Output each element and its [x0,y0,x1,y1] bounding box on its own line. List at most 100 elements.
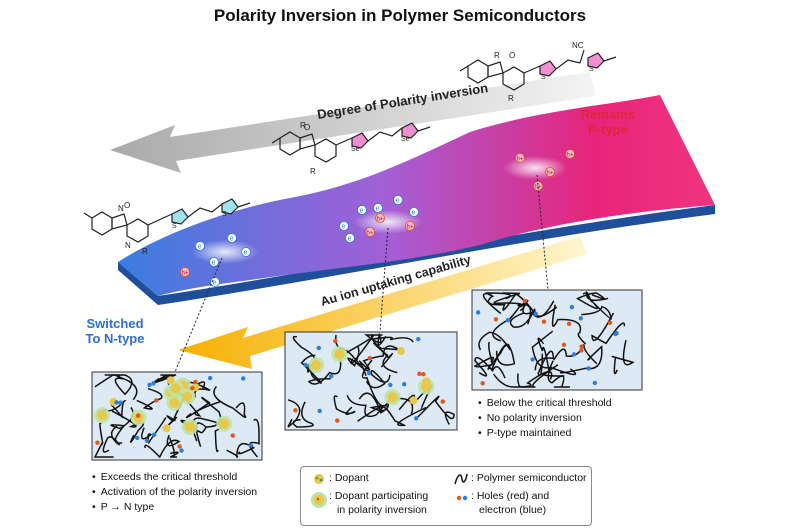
film-region-p [503,156,567,180]
molecule-n-type: N O R N S S [83,198,251,256]
electron-dot [329,373,334,379]
polymer-chain [136,387,163,410]
hole-dot [561,342,567,348]
svg-text:e: e [396,198,400,205]
hole-dot [193,379,198,385]
polymer-chain [482,292,511,315]
electron-dot [366,370,372,376]
hole-dot [522,298,528,304]
electron-marker: e [393,195,403,205]
film-region-n [191,240,259,264]
participating-dopant [167,380,184,397]
polymer-chain [534,350,555,377]
polymer-chain [102,425,121,453]
polymer-chain [361,359,414,415]
svg-text:h+: h+ [367,231,374,237]
participating-dopant [384,389,401,406]
polymer-chain [287,399,301,428]
svg-text:e: e [360,208,364,215]
polymer-chain [537,337,565,377]
electron-dot [416,336,421,342]
note-item: Exceeds the critical threshold [92,470,257,485]
svg-text:h+: h+ [407,225,414,231]
dopant [166,376,175,385]
participating-dopant [94,407,111,424]
dopant-icon [314,474,324,484]
electron-marker: e [409,207,419,217]
participating-dopant [216,415,233,432]
note-item: P → N type [92,500,257,515]
electron-dot [586,366,591,371]
svg-text:e: e [230,236,234,243]
hole-dot [417,371,422,377]
svg-text:e: e [376,206,380,213]
polymer-chain [345,336,414,354]
svg-text:h+: h+ [377,217,384,223]
hole-dot [293,408,298,413]
electron-dot [240,376,246,381]
legend-dopant: : Dopant [329,472,369,484]
polymer-chain [591,312,626,345]
electron-dot [118,400,123,405]
hole-dot [607,320,613,325]
polymer-chain [292,335,316,373]
electron-marker: e [357,205,367,215]
pointer-lines [174,174,549,373]
polymer-chain [517,364,559,388]
polymer-chain [417,395,455,425]
svg-text:h+: h+ [567,153,574,159]
hole-dot [493,317,499,322]
polymer-chain [358,345,403,371]
svg-text:S: S [222,211,227,218]
electron-dot [578,316,584,321]
hole-dot [367,355,373,361]
hole-dot [177,444,182,449]
polymer-chain [300,354,322,384]
polymer-chain [168,437,179,458]
polymer-chain [581,300,612,320]
hole-marker: h+ [405,221,415,231]
electron-marker: e [227,233,237,243]
electron-dot [151,432,157,437]
polymer-chain [226,442,256,458]
legend-carriers: : Holes (red) and [471,490,550,502]
electron-dot [414,416,419,421]
legend-carriers-2: electron (blue) [479,504,547,516]
note-item: No polarity inversion [478,411,612,426]
hole-marker: h+ [180,267,190,277]
svg-text:R: R [300,121,306,130]
polymer-chain [335,334,367,376]
polymer-chain [474,356,506,379]
panel-middle [284,331,458,431]
hole-dot [190,385,195,391]
molecule-p-type: R O R NC S S [459,41,617,103]
svg-text:h+: h+ [547,171,554,177]
electron-dot [248,442,253,448]
svg-text:h+: h+ [182,271,189,277]
hole-dot [440,399,445,404]
polymer-chain [551,304,587,345]
dopant [422,377,431,386]
electron-dot [147,382,152,388]
electron-dot [571,352,577,357]
participating-dopant [166,395,183,412]
participating-dopant-icon [311,492,327,508]
electron-marker: e [210,277,220,287]
legend-dopant-participating: : Dopant participating [329,490,429,502]
hole-marker: h+ [375,213,385,223]
svg-text:R: R [508,94,514,103]
polymer-chain [213,386,247,419]
svg-text:R: R [142,247,148,256]
svg-text:N: N [125,241,131,250]
electron-marker: e [339,221,349,231]
legend-dopant-participating-2: in polarity inversion [337,504,427,516]
hole-dot [579,348,584,353]
electron-dot [135,435,140,441]
polymer-chain [346,394,384,422]
electron-marker: e [209,257,219,267]
polymer-chain [358,392,390,414]
electron-dot [530,357,535,362]
